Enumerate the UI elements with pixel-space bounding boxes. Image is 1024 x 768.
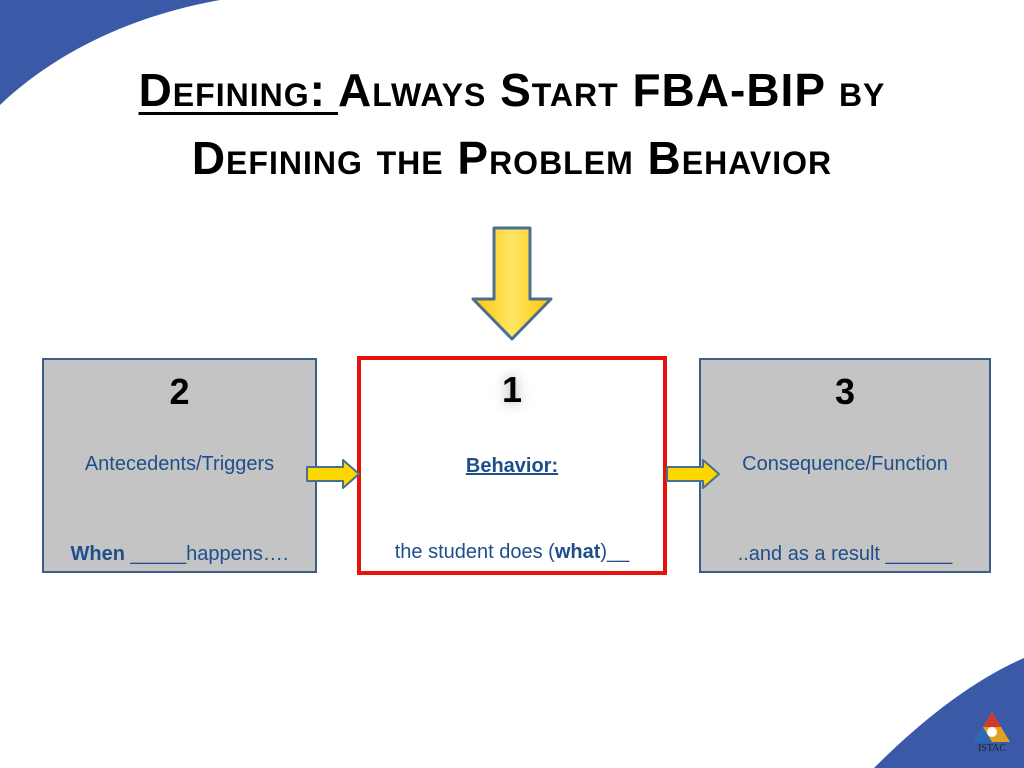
page-title-line2: Defining the Problem Behavior [191,132,833,184]
antecedents-box: 2 Antecedents/Triggers When _____happens… [42,358,317,573]
title-underlined: Defining: [138,64,338,116]
right-arrow-icon [306,459,360,489]
step-number: 2 [169,371,190,412]
istac-logo-icon [974,712,1010,742]
when-label: When [70,543,125,565]
behavior-prompt: the student does (what)__ [361,540,663,564]
consequence-prompt: ..and as a result ______ [737,543,953,565]
consequence-box: 3 Consequence/Function ..and as a result… [699,358,991,573]
antecedents-heading: Antecedents/Triggers [84,453,275,475]
antecedents-prompt: When _____happens…. [44,542,315,566]
behavior-prompt-prefix: the student does ( [394,541,555,563]
consequence-heading: Consequence/Function [742,453,948,475]
corner-swoosh-top-left [0,0,220,105]
down-arrow-icon [471,226,553,341]
what-label: what [554,541,601,563]
step-number: 1 [501,369,523,410]
behavior-box: 1 Behavior: the student does (what)__ [357,356,667,575]
happens-text: _____happens…. [124,543,289,565]
behavior-prompt-suffix: )__ [600,541,630,563]
logo-label: ISTAC [977,743,1007,754]
page-title: Defining: Always Start FBA-BIP by [0,58,1024,122]
title-line1-rest: Always Start FBA-BIP by [337,64,886,116]
behavior-heading: Behavior: [465,455,559,477]
right-arrow-icon [666,459,720,489]
step-number: 3 [834,371,856,412]
